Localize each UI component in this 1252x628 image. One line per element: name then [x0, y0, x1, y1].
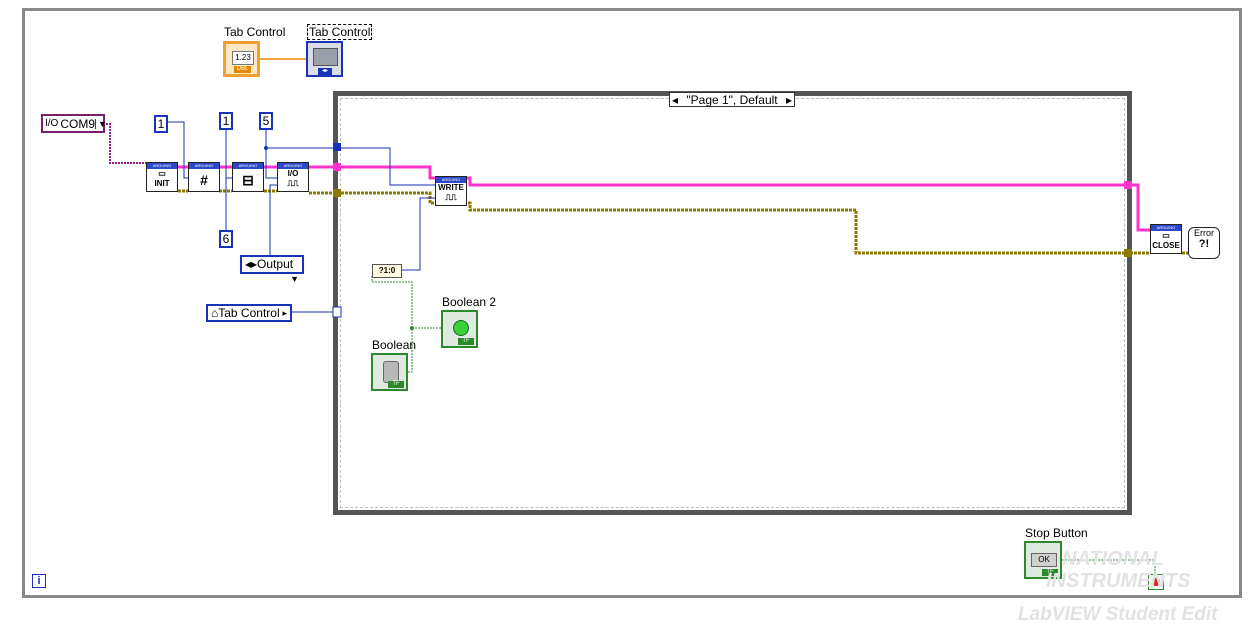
case-selector-left-arrow-icon[interactable]: ◂ — [672, 92, 679, 107]
error-cluster-wire — [178, 189, 1188, 255]
vi-init-label: INIT — [154, 179, 170, 188]
stop-button-type: TF — [1042, 569, 1058, 576]
tab-control-numeric-label: Tab Control — [224, 25, 286, 39]
visa-wire — [106, 123, 146, 164]
tunnel-visa — [333, 163, 341, 171]
arduino-set-pin-vi[interactable]: ARDUINO # — [188, 162, 220, 192]
numeric-wire-5 — [265, 129, 435, 186]
vi-header: ARDUINO — [278, 163, 308, 169]
boolean-type: TF — [388, 381, 404, 388]
numeric-wire-1a — [168, 121, 188, 179]
vi-header: ARDUINO — [189, 163, 219, 169]
case-selector-label: "Page 1", Default — [686, 92, 778, 107]
pulse-icon: ⎍⎍ — [445, 193, 457, 202]
tab-icon — [313, 48, 338, 66]
constant-1a[interactable]: 1 — [154, 115, 168, 133]
tab-control-numeric-terminal[interactable]: 1.23 DBL — [223, 41, 260, 77]
case-selector[interactable]: ◂ "Page 1", Default ▸ — [669, 92, 795, 107]
tab-control-indicator-terminal[interactable]: ◂▸ — [306, 41, 343, 77]
tab-arrows-icon: ◂▸ — [318, 68, 332, 75]
enum-arrows-icon: ◂▸ — [245, 257, 258, 271]
constant-6[interactable]: 6 — [219, 230, 233, 248]
home-icon: ⌂ — [211, 306, 219, 320]
block-diagram-frame — [22, 8, 1242, 598]
numeric-type: DBL — [234, 66, 251, 73]
wire-junction-5 — [264, 146, 268, 150]
numeric-wire-1b — [225, 129, 232, 232]
vi-header: ARDUINO — [1151, 225, 1181, 231]
boolean-label: Boolean — [372, 338, 417, 352]
boolean2-type: TF — [458, 338, 474, 345]
visa-icon: I/O — [45, 118, 59, 129]
tunnel-numeric — [333, 143, 341, 151]
loop-condition-terminal[interactable] — [1148, 574, 1164, 590]
watermark-line2: INSTRUMENTS — [1046, 570, 1191, 592]
watermark-line1: NATIONAL — [1062, 548, 1164, 570]
tunnel-cluster — [333, 189, 341, 197]
boolean-wire — [371, 276, 442, 373]
arduino-init-vi[interactable]: ARDUINO▭INIT — [146, 162, 178, 192]
simple-error-handler-vi[interactable]: Error ?! — [1188, 227, 1220, 259]
boolean-control-terminal[interactable]: TF — [371, 353, 408, 391]
vi-config-graphic: ⊟ — [242, 172, 254, 188]
vi-header: ARDUINO — [147, 163, 177, 169]
tunnel-cluster-out — [1124, 249, 1132, 257]
case-selector-terminal — [332, 306, 342, 318]
numeric-wire-5b — [265, 148, 277, 179]
toggle-switch-icon — [383, 361, 399, 383]
tunnel-visa-out — [1124, 181, 1132, 189]
pulse-icon: ⎍⎍ — [287, 179, 299, 188]
chevron-down-icon[interactable]: ▼ — [95, 118, 109, 129]
select-node[interactable]: ?1:0 — [372, 264, 402, 278]
tab-control-local-label: Tab Control — [218, 306, 280, 320]
boolean2-indicator-terminal[interactable]: TF — [441, 310, 478, 348]
arrow-right-icon: ▸ — [282, 308, 287, 318]
numeric-value: 1.23 — [232, 51, 254, 65]
info-icon[interactable]: i — [32, 574, 46, 588]
error-label: Error — [1194, 228, 1214, 238]
vi-set-pin-label: # — [200, 172, 208, 188]
vi-header: ARDUINO — [436, 177, 466, 183]
vi-icon-graphic: ▭ — [158, 169, 166, 178]
tab-control-indicator-label: Tab Control — [307, 24, 373, 40]
stop-button-ok: OK — [1031, 553, 1057, 567]
stop-button-label: Stop Button — [1025, 526, 1088, 540]
output-enum-value: Output — [257, 257, 294, 271]
vi-icon-graphic: ▭ — [1162, 231, 1170, 240]
vi-io-label: I/O — [287, 169, 299, 178]
vi-write-label: WRITE — [438, 183, 464, 192]
stop-wire — [1062, 559, 1156, 576]
stop-sign-icon — [1152, 578, 1160, 586]
led-icon — [453, 320, 469, 336]
wire-junction-bool — [410, 326, 414, 330]
constant-1b[interactable]: 1 — [219, 112, 233, 130]
constant-5[interactable]: 5 — [259, 112, 273, 130]
chevron-down-icon[interactable]: ▼ — [290, 274, 299, 284]
error-icon: ?! — [1198, 238, 1210, 250]
case-selector-right-arrow-icon[interactable]: ▸ — [785, 92, 792, 107]
vi-close-label: CLOSE — [1152, 241, 1180, 250]
watermark-line3: LabVIEW Student Edit — [1018, 604, 1218, 625]
vi-header: ARDUINO — [233, 163, 263, 169]
output-enum-constant[interactable]: ◂▸Output ▼ — [240, 255, 304, 284]
arduino-close-vi[interactable]: ARDUINO▭CLOSE — [1150, 224, 1182, 254]
visa-resource-value: COM9 — [60, 116, 96, 131]
tab-control-local-variable[interactable]: ⌂Tab Control▸ — [206, 304, 292, 322]
boolean2-label: Boolean 2 — [442, 295, 497, 309]
stop-button-terminal[interactable]: OK TF — [1024, 541, 1062, 579]
enum-wire — [269, 184, 277, 256]
pink-wire-chain — [178, 165, 1150, 232]
visa-resource-constant[interactable]: I/O COM9 ▼ — [41, 114, 107, 133]
arduino-config-vi[interactable]: ARDUINO ⊟ — [232, 162, 264, 192]
select-output-wire — [400, 197, 435, 271]
